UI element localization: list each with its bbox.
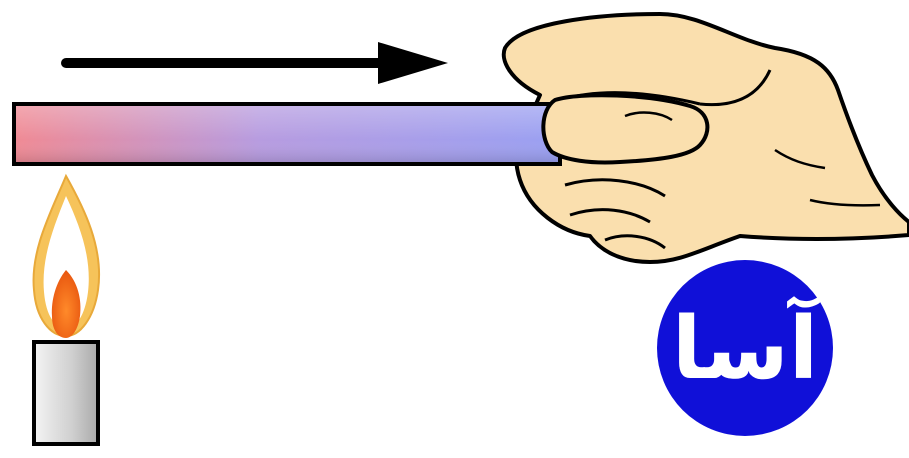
direction-arrow <box>66 42 448 84</box>
candle <box>34 342 98 444</box>
logo-text: آسا <box>672 296 821 399</box>
logo: آسا <box>657 260 833 436</box>
thumb <box>543 95 707 162</box>
flame-icon <box>34 176 100 338</box>
metal-rod <box>14 104 560 164</box>
